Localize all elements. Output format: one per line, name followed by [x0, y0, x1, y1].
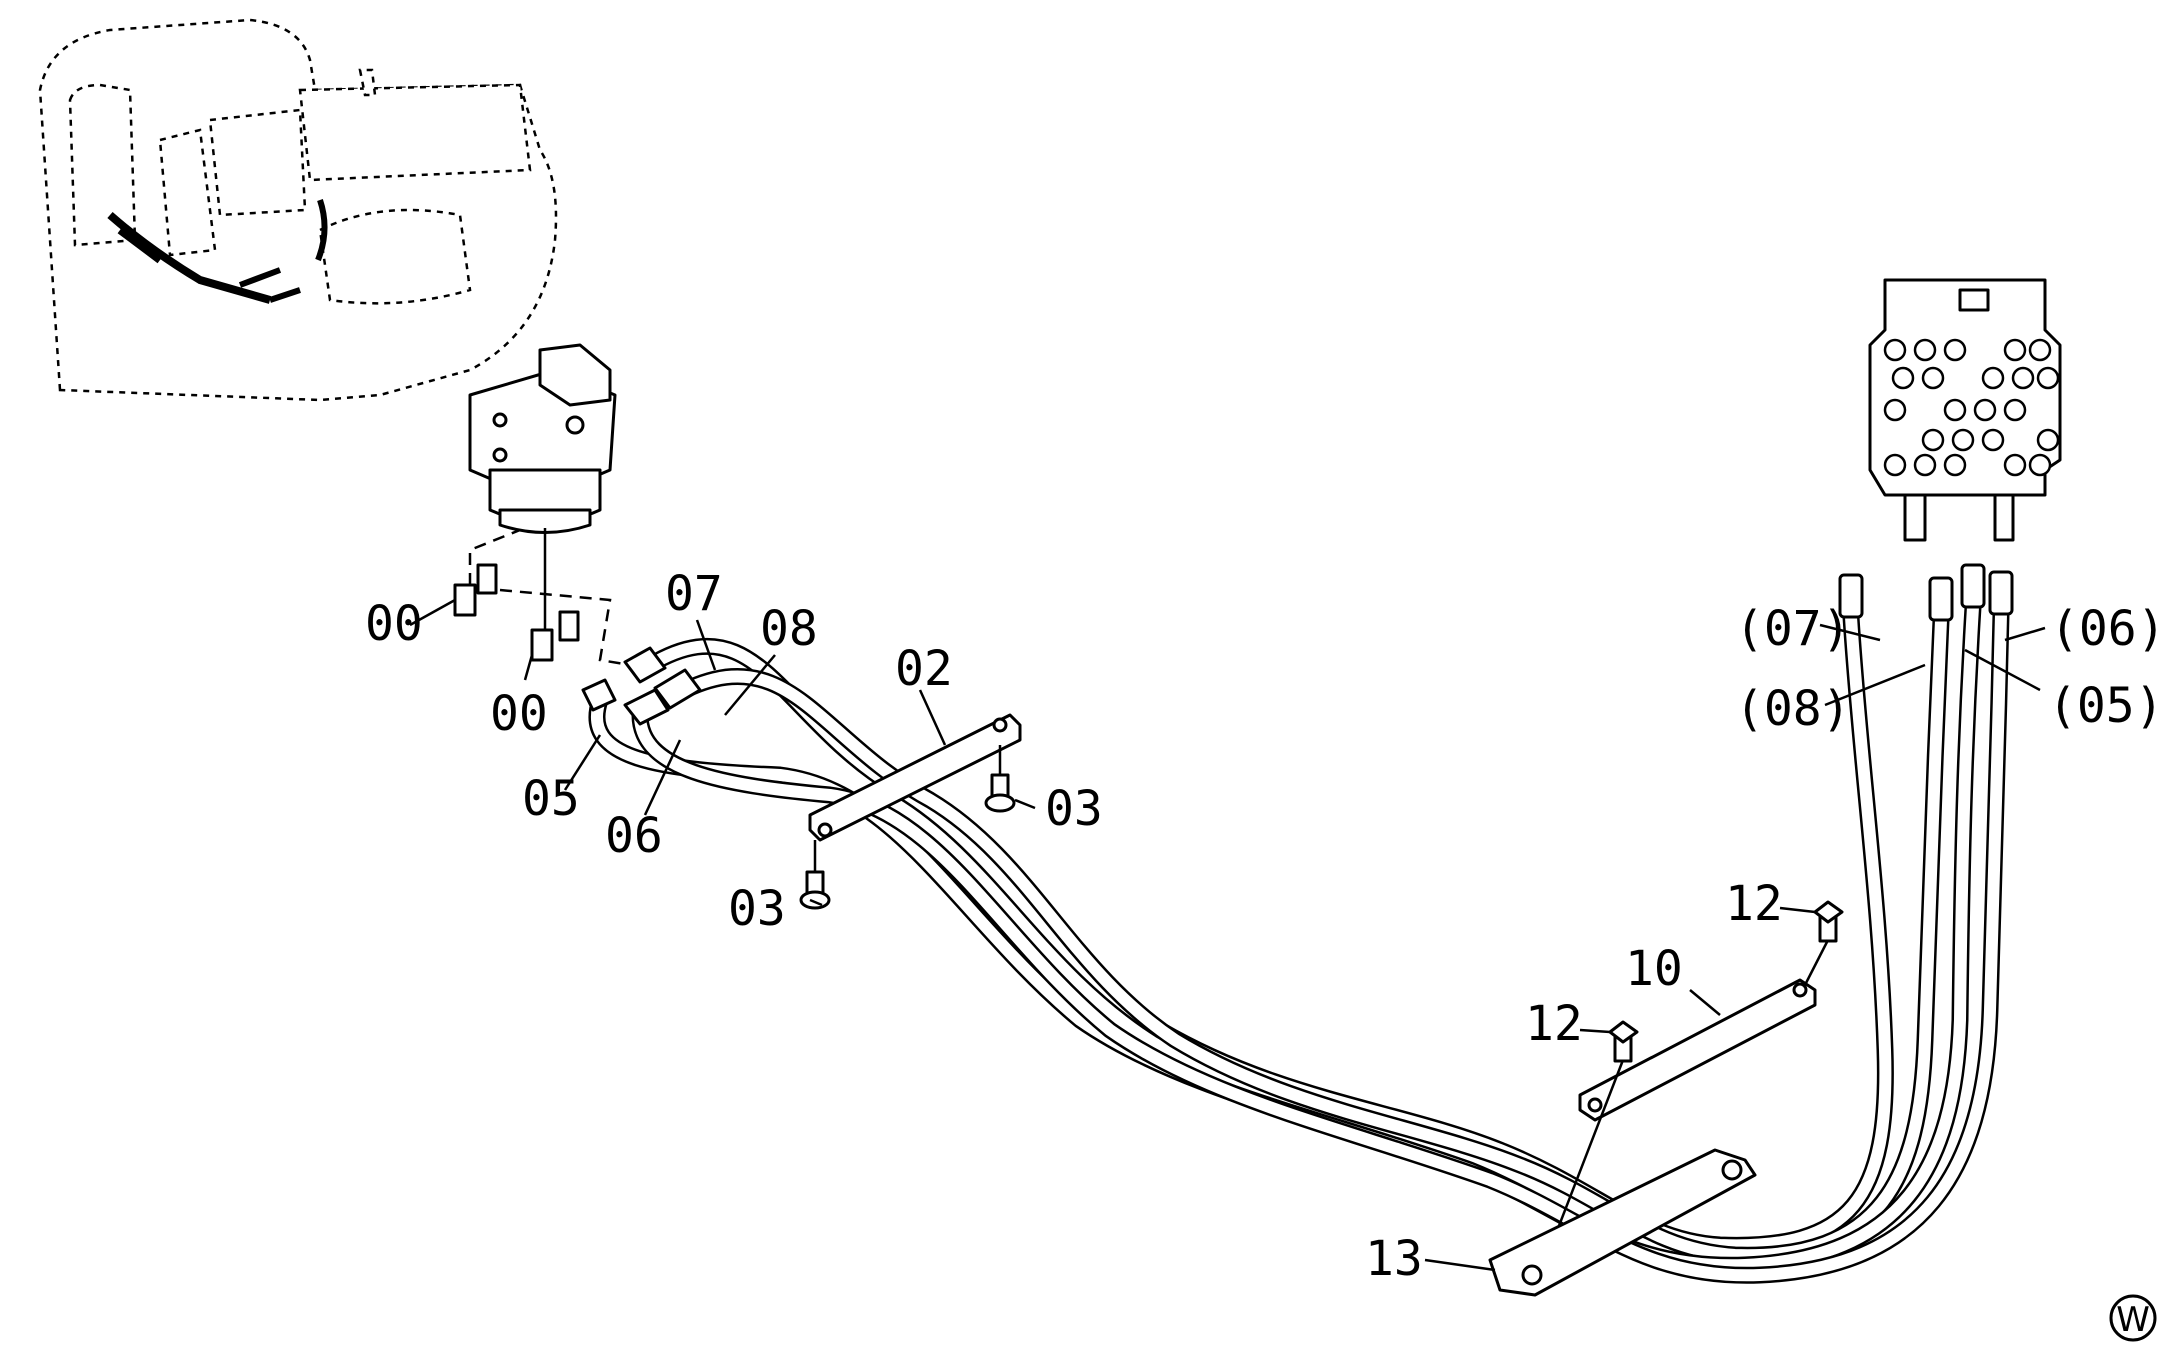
valve-port [2028, 338, 2052, 362]
callout-08: 08 [760, 601, 818, 657]
valve-port [2036, 428, 2060, 452]
bracket-02 [808, 713, 1022, 842]
hose-end-fittings-right [1838, 563, 2014, 622]
valve-port [1951, 428, 1975, 452]
hose-2-fill [679, 614, 1947, 1262]
callout-10: 10 [1625, 941, 1683, 997]
valve-port [1943, 453, 1967, 477]
valve-port [1943, 398, 1967, 422]
callout-00-upper: 00 [365, 596, 423, 652]
valve-port [1981, 366, 2005, 390]
elbow-fittings-00 [453, 528, 631, 667]
callout-06-ref: (06) [2050, 601, 2166, 657]
valve-port [1943, 338, 1967, 362]
valve-port [2028, 453, 2052, 477]
svg-text:W: W [2116, 1300, 2150, 1340]
valve-port [2003, 338, 2027, 362]
callout-leaders [409, 598, 2046, 1272]
pilot-valve [468, 343, 617, 534]
hose-end-fittings-left [581, 646, 702, 726]
hose-1-outline [641, 608, 1894, 1254]
callout-00-lower: 00 [490, 686, 548, 742]
bracket-13 [1488, 1148, 1757, 1297]
valve-port [1883, 338, 1907, 362]
callout-06: 06 [605, 808, 663, 864]
valve-port [1913, 338, 1937, 362]
callout-12-left: 12 [1525, 996, 1583, 1052]
callout-03-right: 03 [1045, 781, 1103, 837]
callout-07: 07 [665, 566, 723, 622]
callout-12-right: 12 [1725, 876, 1783, 932]
callout-13: 13 [1365, 1231, 1423, 1287]
excavator-ghost-illustration [38, 18, 558, 402]
callout-05-ref: (05) [2048, 678, 2164, 734]
valve-port [1973, 398, 1997, 422]
callout-labels: 00 00 07 08 05 06 02 03 03 (07) (08) (06… [365, 566, 2166, 1287]
valve-port [1891, 366, 1915, 390]
control-valve [1868, 278, 2062, 542]
valve-port [2036, 366, 2060, 390]
callout-08-ref: (08) [1735, 681, 1851, 737]
valve-port [1921, 428, 1945, 452]
valve-port [2011, 366, 2035, 390]
valve-port [1913, 453, 1937, 477]
callout-03-left: 03 [728, 881, 786, 937]
callout-05: 05 [522, 771, 580, 827]
valve-port [2003, 453, 2027, 477]
hose-1-fill [644, 611, 1892, 1252]
valve-port [2003, 398, 2027, 422]
callout-07-ref: (07) [1735, 601, 1851, 657]
valve-port [1981, 428, 2005, 452]
bolts-03 [799, 745, 1016, 910]
callout-02: 02 [895, 641, 953, 697]
valve-port [1883, 398, 1907, 422]
valve-port [1921, 366, 1945, 390]
corner-mark-w: W [2109, 1294, 2157, 1342]
valve-port [1883, 453, 1907, 477]
